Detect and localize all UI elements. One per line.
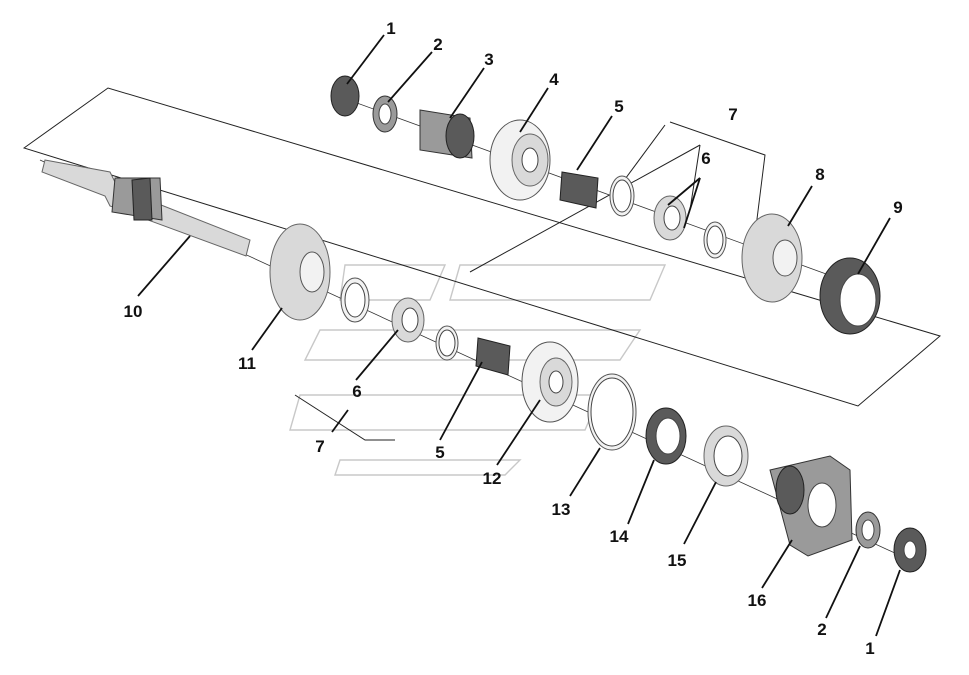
callout-6-low: 6 [352, 382, 361, 401]
top-row-parts [330, 75, 881, 335]
shaft-part-10 [41, 159, 251, 257]
callout-8: 8 [815, 165, 824, 184]
assembly-frame [22, 87, 942, 441]
leader-lines [137, 34, 901, 637]
callout-5-low: 5 [435, 443, 444, 462]
callout-3: 3 [484, 50, 493, 69]
callout-10: 10 [124, 302, 143, 321]
callout-7-top: 7 [728, 105, 737, 124]
callout-5-top: 5 [614, 97, 623, 116]
callout-2-top: 2 [433, 35, 442, 54]
callout-6-top: 6 [701, 149, 710, 168]
callout-1-top: 1 [386, 19, 395, 38]
callout-12: 12 [483, 469, 502, 488]
sleeve-part-5-top [559, 171, 599, 209]
callout-13: 13 [552, 500, 571, 519]
callout-11: 11 [238, 354, 256, 373]
callout-15: 15 [668, 551, 687, 570]
sleeve-part-5-low [475, 337, 511, 376]
watermark [289, 264, 667, 476]
callout-1-bottom: 1 [865, 639, 874, 658]
callout-2-bottom: 2 [817, 620, 826, 639]
lower-row-parts [269, 223, 927, 573]
callout-4: 4 [549, 70, 559, 89]
callout-9: 9 [893, 198, 902, 217]
callout-14: 14 [610, 527, 629, 546]
nut-part-1-top [330, 75, 360, 117]
callout-16: 16 [748, 591, 767, 610]
gear-part-8 [741, 213, 803, 303]
callout-7-low: 7 [315, 437, 324, 456]
callout-labels: 1 2 3 4 5 7 6 8 9 10 11 6 7 5 12 13 14 1… [124, 19, 903, 658]
